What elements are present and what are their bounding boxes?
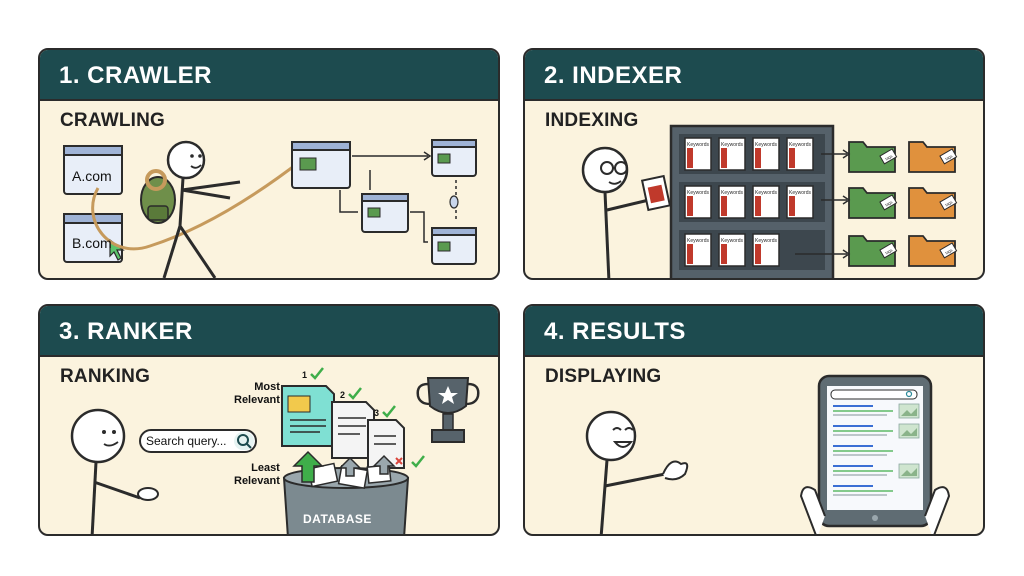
database-bin (282, 462, 410, 534)
ranked-documents (281, 367, 425, 469)
crawling-label: CRAWLING (60, 110, 166, 131)
folder-icon: tags (848, 187, 898, 219)
keyword-label: Keywords (687, 190, 709, 196)
keyword-document: Keywords (684, 137, 712, 171)
result-row (833, 463, 920, 479)
trophy-icon (416, 377, 480, 443)
rank-1: 1 (302, 370, 308, 380)
keyword-label: Keywords (687, 142, 709, 148)
keyword-label: Keywords (721, 238, 743, 244)
folder-icon: tags (908, 235, 958, 267)
crawler-title: 1. CRAWLER (59, 62, 213, 89)
tag-icon: tags (884, 153, 893, 161)
check-icon (348, 387, 362, 400)
tag-icon: tags (884, 199, 893, 207)
rank-2: 2 (340, 390, 346, 400)
ranking-label: RANKING (60, 366, 151, 387)
keyword-document: Keywords (752, 233, 780, 267)
site-b-url: B.com (72, 235, 112, 251)
results-panel: 4. RESULTS DISPLAYING (523, 304, 985, 536)
indexer-title: 2. INDEXER (544, 62, 683, 89)
search-icon (237, 434, 249, 446)
hands (799, 486, 951, 534)
cross-icon (395, 457, 403, 465)
indexer-figure (581, 146, 672, 278)
indexer-header: 2. INDEXER (525, 50, 983, 101)
site-a-window (63, 145, 123, 195)
folder-icon: tags (908, 141, 958, 173)
keyword-document: Keywords (684, 185, 712, 219)
keyword-document: Keywords (684, 233, 712, 267)
results-title: 4. RESULTS (544, 318, 686, 345)
keyword-document: Keywords (718, 233, 746, 267)
site-a-url: A.com (72, 168, 112, 184)
crawler-figure (140, 140, 241, 278)
crawler-header: 1. CRAWLER (40, 50, 498, 101)
keyword-document: Keywords (786, 185, 814, 219)
keyword-document: Keywords (718, 185, 746, 219)
ranker-illustration (70, 367, 480, 534)
index-arrows (795, 149, 851, 259)
most-relevant-label: Most Relevant (234, 381, 280, 406)
displaying-label: DISPLAYING (545, 366, 662, 387)
keyword-document: Keywords (718, 137, 746, 171)
rank-up-arrows (292, 450, 396, 483)
result-row (833, 485, 893, 496)
check-icon (411, 455, 425, 468)
folder-icon: tags (848, 141, 898, 173)
ranker-title: 3. RANKER (59, 318, 193, 345)
keyword-document: Keywords (752, 185, 780, 219)
keyword-label: Keywords (755, 190, 777, 196)
search-input[interactable]: Search query... (146, 434, 227, 448)
results-illustration (585, 374, 951, 534)
keyword-label: Keywords (789, 190, 811, 196)
database-label: DATABASE (303, 512, 372, 526)
check-icon (382, 405, 396, 418)
keyword-label: Keywords (789, 142, 811, 148)
folder-groups: tags tags tags tags tags tags (848, 141, 958, 267)
keyword-label: Keywords (721, 190, 743, 196)
ranker-panel: 3. RANKER RANKING (38, 304, 500, 536)
tag-icon: tags (944, 199, 953, 207)
least-relevant-label: Least Relevant (234, 462, 280, 487)
result-row (833, 423, 920, 439)
crawler-panel: 1. CRAWLER CRAWLING (38, 48, 500, 280)
ranker-figure (70, 408, 159, 534)
ranker-header: 3. RANKER (40, 306, 498, 357)
crawler-illustration (63, 139, 477, 278)
result-row (833, 445, 893, 456)
web-page-network (291, 139, 477, 265)
tag-icon: tags (884, 247, 893, 255)
keyword-label: Keywords (755, 238, 777, 244)
results-header: 4. RESULTS (525, 306, 983, 357)
tag-icon: tags (944, 247, 953, 255)
keyword-document: Keywords (786, 137, 814, 171)
folder-icon: tags (848, 235, 898, 267)
keyword-document: Keywords (752, 137, 780, 171)
folder-icon: tags (908, 187, 958, 219)
search-box (139, 429, 257, 453)
result-row (833, 403, 920, 419)
tag-icon: tags (944, 153, 953, 161)
keyword-label: Keywords (687, 238, 709, 244)
keyword-label: Keywords (721, 142, 743, 148)
indexing-label: INDEXING (545, 110, 639, 131)
rank-3: 3 (374, 408, 380, 418)
keyword-label: Keywords (755, 142, 777, 148)
search-icon (905, 390, 913, 398)
check-icon (310, 367, 324, 380)
search-results (833, 403, 920, 496)
results-figure (585, 410, 689, 534)
